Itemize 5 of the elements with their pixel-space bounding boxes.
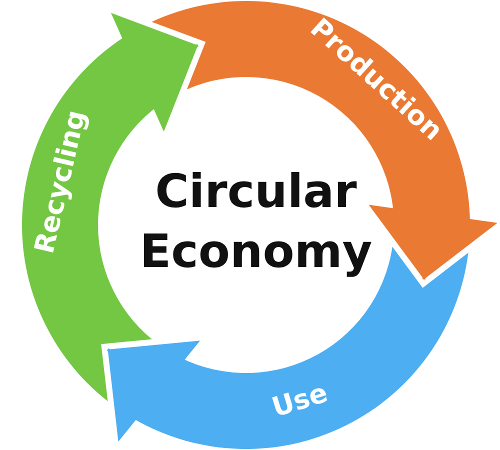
- arrowhead: [368, 204, 498, 280]
- arrowhead: [110, 12, 198, 132]
- center-title: Circular Economy: [140, 163, 372, 280]
- arrowhead: [106, 340, 200, 442]
- band-label: Use: [268, 378, 332, 424]
